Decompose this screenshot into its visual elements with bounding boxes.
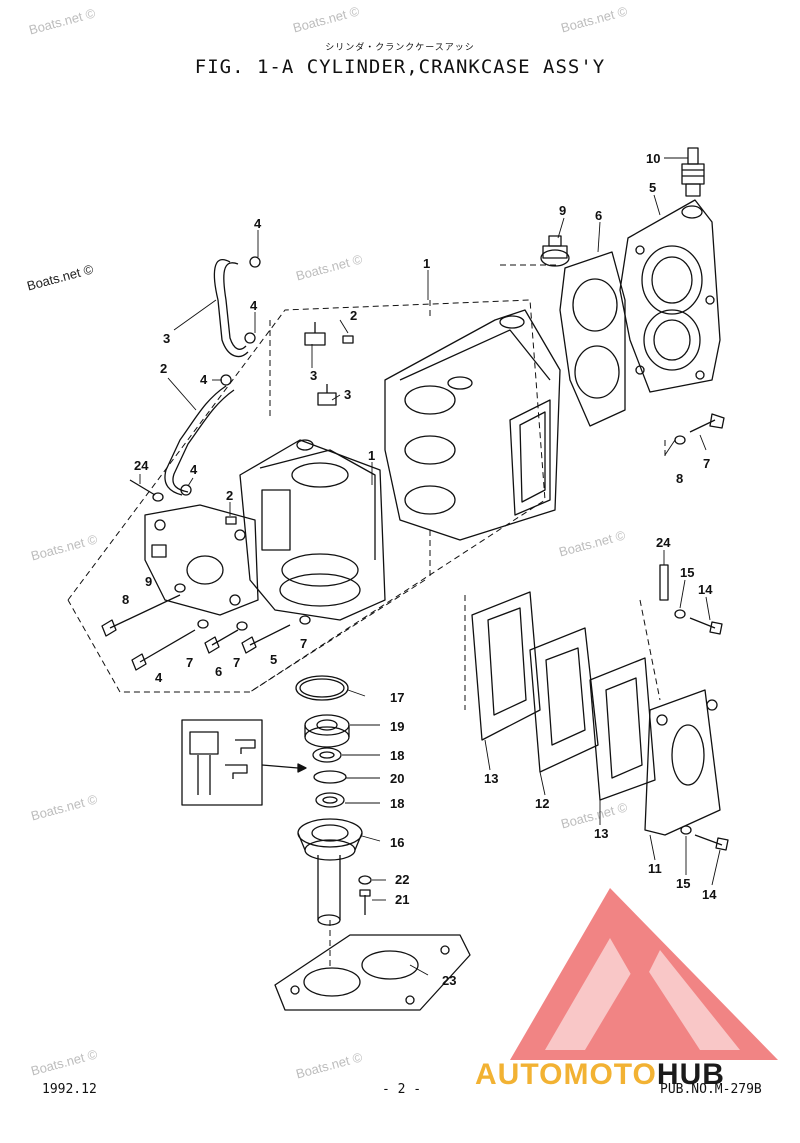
callout-12: 12 bbox=[535, 796, 549, 811]
callout-19: 19 bbox=[390, 719, 404, 734]
automotohub-logo: AUTOMOTOHUB bbox=[475, 1058, 725, 1091]
exhaust-plates bbox=[471, 591, 721, 836]
callout-24: 24 bbox=[134, 458, 149, 473]
callout-3: 3 bbox=[310, 368, 317, 383]
callout-20: 20 bbox=[390, 771, 404, 786]
cylinder-head bbox=[619, 199, 721, 393]
callout-21: 21 bbox=[395, 892, 409, 907]
callout-4: 4 bbox=[250, 298, 258, 313]
callout-7: 7 bbox=[186, 655, 193, 670]
callout-9: 9 bbox=[559, 203, 566, 218]
hose-clamps bbox=[180, 256, 261, 496]
callout-15: 15 bbox=[680, 565, 694, 580]
callout-6: 6 bbox=[215, 664, 222, 679]
spark-plug bbox=[681, 147, 705, 197]
leader-lines bbox=[139, 157, 721, 976]
callout-14: 14 bbox=[698, 582, 713, 597]
footer-publication-number: PUB.NO.M-279B bbox=[660, 1082, 762, 1097]
callout-13: 13 bbox=[594, 826, 608, 841]
callout-3: 3 bbox=[344, 387, 351, 402]
callout-4: 4 bbox=[254, 216, 262, 231]
figure-title: FIG. 1-A CYLINDER,CRANKCASE ASS'Y bbox=[194, 56, 606, 78]
callout-3: 3 bbox=[163, 331, 170, 346]
crankcase-half bbox=[384, 309, 561, 541]
callout-5: 5 bbox=[270, 652, 277, 667]
callout-18: 18 bbox=[390, 796, 404, 811]
footer-page-number: - 2 - bbox=[382, 1082, 422, 1097]
callout-7: 7 bbox=[300, 636, 307, 651]
callout-18: 18 bbox=[390, 748, 404, 763]
seals-rings bbox=[295, 675, 350, 808]
callout-13: 13 bbox=[484, 771, 498, 786]
callout-4: 4 bbox=[200, 372, 208, 387]
callout-23: 23 bbox=[442, 973, 456, 988]
bolts-upper-right bbox=[674, 413, 725, 445]
callout-8: 8 bbox=[676, 471, 683, 486]
callout-16: 16 bbox=[390, 835, 404, 850]
callout-14: 14 bbox=[702, 887, 717, 902]
small-bolt bbox=[358, 875, 372, 915]
head-gasket bbox=[559, 251, 626, 427]
logo-mark bbox=[510, 888, 778, 1060]
hoses bbox=[164, 259, 354, 525]
footer-date: 1992.12 bbox=[42, 1082, 97, 1097]
callout-10: 10 bbox=[646, 151, 660, 166]
callout-2: 2 bbox=[160, 361, 167, 376]
callout-1: 1 bbox=[423, 256, 430, 271]
callout-7: 7 bbox=[233, 655, 240, 670]
callout-4: 4 bbox=[155, 670, 163, 685]
callout-22: 22 bbox=[395, 872, 409, 887]
bolts-lower-left bbox=[101, 479, 311, 671]
callout-11: 11 bbox=[648, 861, 662, 876]
callout-9: 9 bbox=[145, 574, 152, 589]
base-gasket bbox=[274, 934, 471, 1011]
callout-7: 7 bbox=[703, 456, 710, 471]
callout-2: 2 bbox=[350, 308, 357, 323]
callout-17: 17 bbox=[390, 690, 404, 705]
callout-8: 8 bbox=[122, 592, 129, 607]
callout-24: 24 bbox=[656, 535, 671, 550]
callout-5: 5 bbox=[649, 180, 656, 195]
subtitle-japanese: シリンダ・クランクケースアッシ bbox=[325, 43, 475, 53]
detail-inset bbox=[181, 719, 307, 806]
callout-6: 6 bbox=[595, 208, 602, 223]
thermostat bbox=[540, 235, 570, 267]
callout-2: 2 bbox=[226, 488, 233, 503]
side-cover bbox=[144, 504, 259, 616]
callout-4: 4 bbox=[190, 462, 198, 477]
callout-1: 1 bbox=[368, 448, 375, 463]
drive-shaft-housing bbox=[297, 818, 363, 926]
cylinder-block bbox=[239, 439, 386, 621]
bolts-exhaust bbox=[659, 564, 729, 851]
callout-15: 15 bbox=[676, 876, 690, 891]
